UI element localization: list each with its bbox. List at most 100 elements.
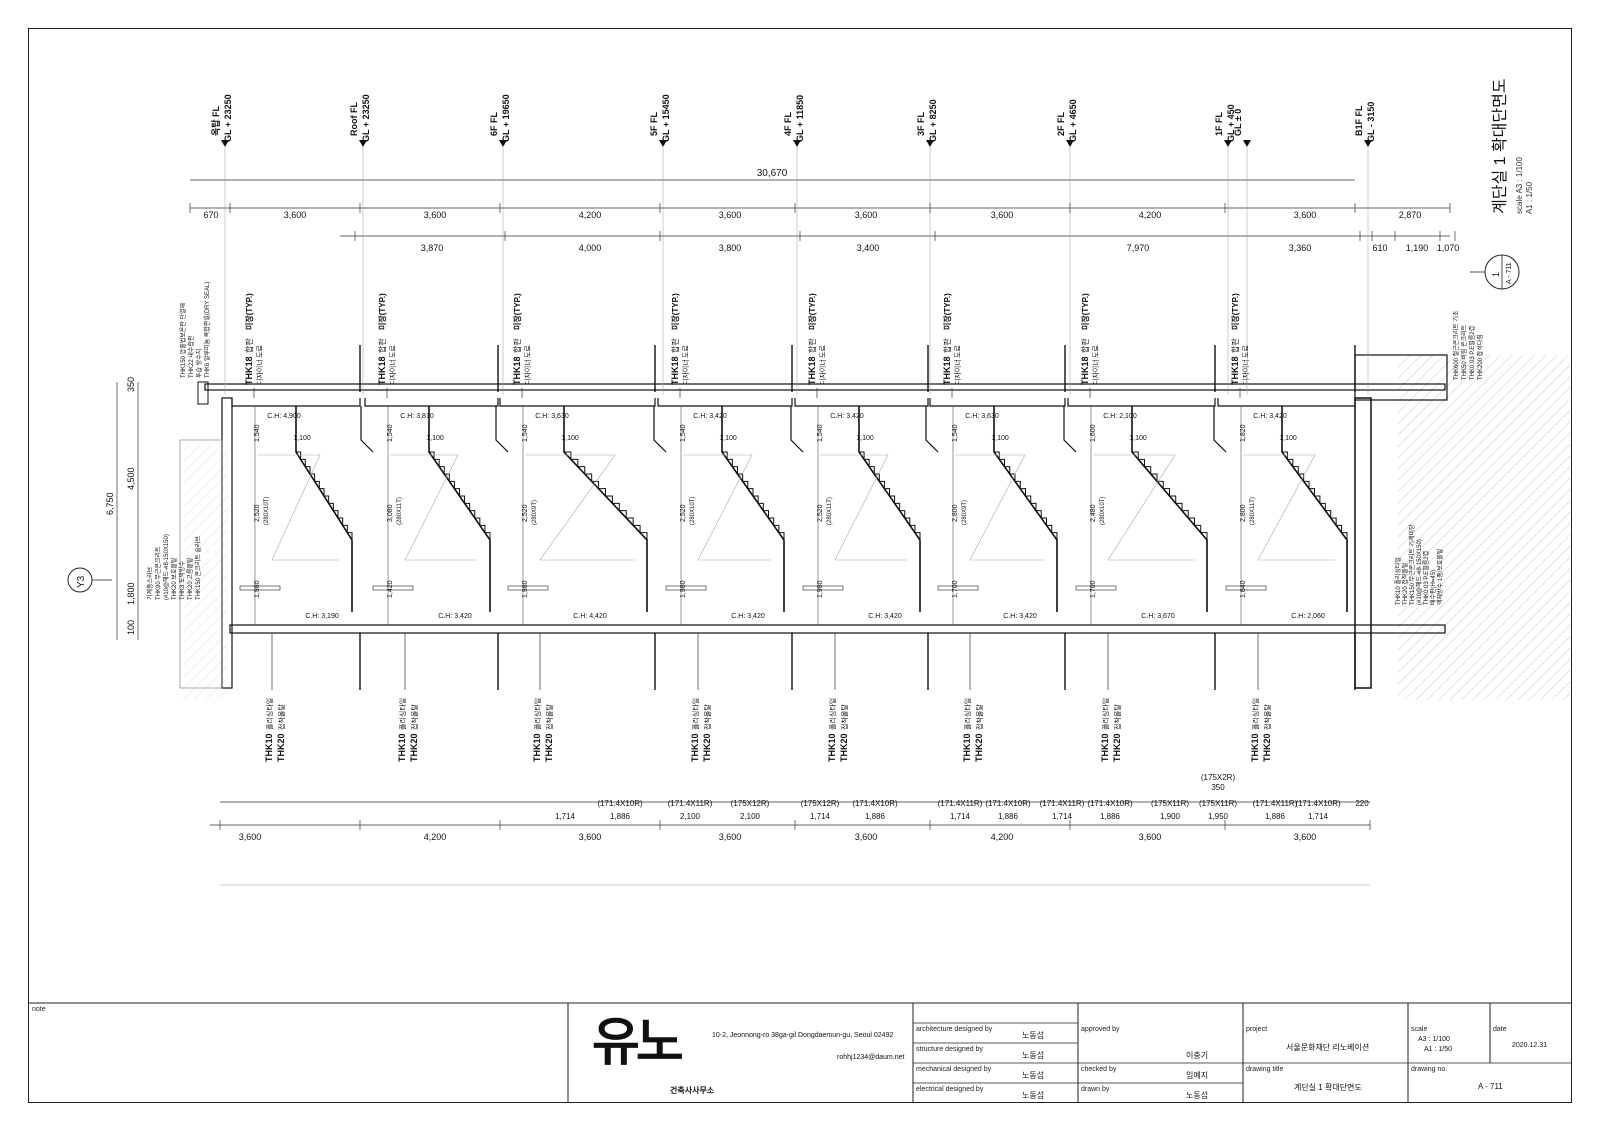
ceiling-note-material: 합판 [513,338,522,353]
floor-note-thk10: THK10 [1250,733,1260,762]
floor-note-mortar: 접착몰탈 [1264,704,1272,730]
riser-height-label: 1,714 [1308,812,1329,821]
level-name: GL ± 0 [1233,109,1243,136]
stair-handrail [683,454,772,561]
dim-row2-label: 4,000 [579,243,602,253]
callout-sheet: A - 711 [1506,262,1513,284]
landing-height-label: 1,100 [426,435,444,442]
dim-row1-label: 3,600 [719,210,742,220]
left-dim-label: 4,500 [126,467,136,490]
stair-handrail [390,454,478,561]
riser-count-label: (171.4X11R) [1040,799,1085,808]
riser-height-label: 1,886 [865,812,886,821]
flight-height-top: 1,820 [1240,424,1247,442]
bay-ceiling-frame [794,398,929,407]
floor-note-thk20: THK20 [974,733,984,762]
floor-note-tile: 폴리싱타일 [533,698,542,730]
ceiling-height-label: C.H: 3,420 [693,413,727,420]
left-dim-label: 100 [126,620,136,635]
ceiling-note-material: 합판 [1081,338,1090,353]
scale-a3: A3 : 1/100 [1418,1036,1450,1043]
level-name: Roof FL [349,102,359,136]
office-email: rohhj1234@daum.net [837,1054,905,1061]
ceiling-note-finish: 미장(TYP.) [377,293,387,330]
dim-row2-label: 3,360 [1289,243,1312,253]
flight-height-low: 1,980 [817,580,824,598]
floor-ceiling-height-label: C.H: 3,420 [731,613,765,620]
mech-designer-value: 노동섭 [1022,1071,1045,1080]
bay-ceiling-frame [364,398,499,407]
level-marker-triangle [359,140,367,147]
bay-wall-outline [360,406,374,453]
landing-slab [665,585,707,591]
bottom-dim-label: 4,200 [991,832,1014,842]
bay-wall-outline [1063,406,1077,453]
ceiling-note-material: 합판 [808,338,817,353]
stair-note: (280X9T) [962,500,968,525]
level-value: GL + 23250 [223,94,233,142]
left-note-bottom: (#10@해드-#8-150X150) [162,534,170,600]
level-value: GL + 8250 [928,99,938,142]
project-label: project [1246,1026,1268,1033]
floor-note-tile: 폴리싱타일 [828,698,837,730]
riser-height-label: 2,100 [740,812,761,821]
approved-label: approved by [1081,1026,1120,1033]
level-marker-triangle [1364,140,1372,147]
scale-label: scale [1411,1026,1428,1033]
ceiling-note-paint-2: 도료 [256,345,264,358]
landing-slab [507,585,549,591]
callout-number: 1 [1491,272,1501,277]
landing-height-label: 1,100 [1279,435,1297,442]
date-label: date [1493,1026,1507,1033]
floor-note-tile: 폴리싱타일 [963,698,972,730]
right-note-bottom: 배수판(H=45) [1429,570,1437,605]
stair-bays: THK18합판미장(TYP.)디자이너도료THK10폴리싱타일THK20접착몰탈… [231,293,1356,762]
landing-slab [1225,585,1267,591]
floor-slab [229,624,1446,634]
ceiling-note-paint-2: 도료 [389,345,397,358]
struct-designer-value: 노동섭 [1022,1051,1045,1060]
flight-height-mid: 2,520 [254,504,261,522]
office-name: 건축사사무소 [670,1086,715,1095]
right-note-top: THK50 버림 콘크리트 [1460,324,1468,380]
flight-height-top: 1,540 [952,424,959,442]
ceiling-note-paint-2: 도료 [819,345,827,358]
right-note-bottom: THK10 폴리싱타일 [1394,557,1402,605]
checked-value: 임예지 [1186,1071,1209,1080]
approved-value: 이충기 [1186,1051,1209,1060]
stair-handrail [955,454,1045,561]
right-note-bottom: THK20 접착몰탈 [1401,562,1409,605]
stair-bay: THK18합판미장(TYP.)디자이너도료THK10폴리싱타일THK20접착몰탈… [653,293,793,762]
floor-note-thk20: THK20 [839,733,849,762]
flight-height-top: 1,540 [522,424,529,442]
stair-treads [296,451,353,540]
left-dim-label: 1,800 [126,582,136,605]
checked-label: checked by [1081,1066,1117,1073]
ceiling-note-thk: THK18 [670,356,680,385]
landing-slab [802,585,844,591]
floor-note-thk10: THK10 [690,733,700,762]
ceiling-note-paint: 디자이너 [388,359,397,385]
riser-count-label: (171.4X10R) [852,799,898,808]
drawing-no-value: A - 711 [1478,1082,1503,1091]
level-marker-triangle [1243,140,1251,147]
project-value: 서울문화재단 리노베이션 [1286,1043,1370,1052]
ceiling-note-thk: THK18 [377,356,387,385]
stair-treads [994,451,1058,540]
level-marker-triangle [499,140,507,147]
stair-note: (280X9T) [532,500,538,525]
riser-extra-count: (175X2R) [1201,773,1236,782]
ceiling-note-thk: THK18 [942,356,952,385]
ceiling-note-paint-2: 도료 [524,345,532,358]
flight-height-mid: 3,080 [387,504,394,522]
level-marker-triangle [1066,140,1074,147]
dim-row2-label: 1,070 [1437,243,1460,253]
ceiling-note-material: 합판 [671,338,680,353]
riser-height-label: 1,886 [610,812,631,821]
ceiling-note-paint: 디자이너 [255,359,264,385]
dim-row2-label: 1,190 [1406,243,1429,253]
riser-height-label: 1,900 [1160,812,1181,821]
ceiling-note-paint: 디자이너 [953,359,962,385]
level-name: 3F FL [916,111,926,136]
